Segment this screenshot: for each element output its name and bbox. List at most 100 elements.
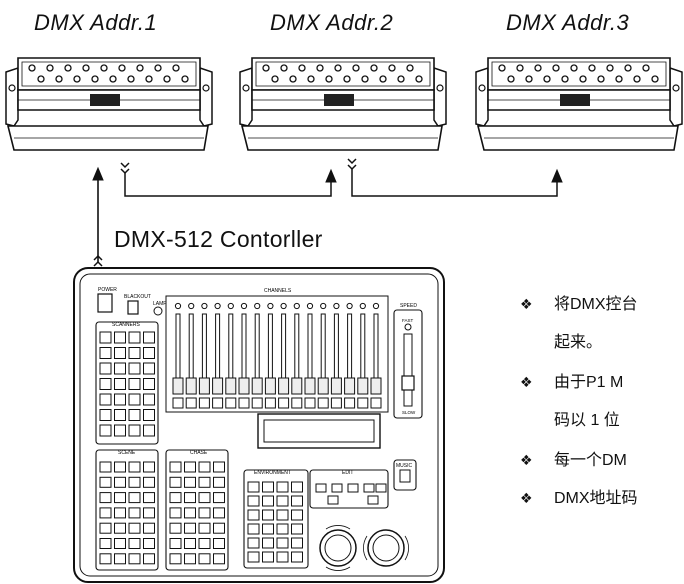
- scanner-button[interactable]: [128, 424, 141, 437]
- scanner-button[interactable]: [128, 378, 141, 390]
- chase-button[interactable]: [198, 507, 211, 519]
- environment-button[interactable]: [276, 509, 289, 521]
- scene-button[interactable]: [143, 507, 155, 519]
- chase-button[interactable]: [184, 522, 196, 534]
- environment-button[interactable]: [247, 537, 260, 549]
- channel-fader[interactable]: [238, 377, 250, 395]
- scanner-button[interactable]: [99, 347, 112, 359]
- chase-button[interactable]: [198, 461, 211, 473]
- scanner-buttons[interactable]: [99, 331, 155, 437]
- environment-button[interactable]: [276, 523, 289, 535]
- channel-flash-button[interactable]: [225, 397, 237, 409]
- scanner-button[interactable]: [143, 393, 155, 406]
- environment-button[interactable]: [291, 523, 303, 535]
- channel-flash-button[interactable]: [172, 397, 184, 409]
- blackout-button[interactable]: [127, 300, 139, 315]
- channel-fader[interactable]: [251, 377, 263, 395]
- chase-button[interactable]: [198, 492, 211, 504]
- scene-button[interactable]: [128, 507, 141, 519]
- chase-button[interactable]: [169, 476, 182, 488]
- scanner-button[interactable]: [99, 424, 112, 437]
- channel-fader[interactable]: [370, 377, 382, 395]
- channel-flash-button[interactable]: [357, 397, 369, 409]
- scene-button[interactable]: [143, 522, 155, 534]
- scanner-button[interactable]: [114, 409, 126, 421]
- scene-button[interactable]: [99, 507, 112, 519]
- chase-button[interactable]: [184, 461, 196, 473]
- environment-buttons[interactable]: [247, 481, 303, 563]
- chase-button[interactable]: [213, 553, 225, 565]
- scene-button[interactable]: [128, 492, 141, 504]
- environment-button[interactable]: [276, 551, 289, 563]
- channel-flash-button[interactable]: [185, 397, 197, 409]
- channel-fader[interactable]: [198, 377, 210, 395]
- scene-button[interactable]: [99, 522, 112, 534]
- scanner-button[interactable]: [128, 393, 141, 406]
- scanner-button[interactable]: [114, 331, 126, 344]
- scene-button[interactable]: [128, 476, 141, 488]
- channel-fader[interactable]: [278, 377, 290, 395]
- chase-button[interactable]: [198, 553, 211, 565]
- jog-wheel-left[interactable]: [319, 525, 357, 571]
- chase-button[interactable]: [169, 538, 182, 549]
- environment-button[interactable]: [291, 509, 303, 521]
- environment-button[interactable]: [291, 537, 303, 549]
- channel-fader[interactable]: [291, 377, 303, 395]
- scene-button[interactable]: [128, 522, 141, 534]
- scanner-button[interactable]: [143, 424, 155, 437]
- chase-button[interactable]: [184, 492, 196, 504]
- scanner-button[interactable]: [114, 362, 126, 375]
- channel-fader[interactable]: [317, 377, 329, 395]
- chase-button[interactable]: [184, 476, 196, 488]
- scanner-button[interactable]: [114, 378, 126, 390]
- edit-buttons[interactable]: [315, 483, 387, 505]
- channel-fader[interactable]: [212, 377, 224, 395]
- channel-flash-button[interactable]: [278, 397, 290, 409]
- scanner-button[interactable]: [114, 393, 126, 406]
- scene-button[interactable]: [99, 538, 112, 549]
- chase-button[interactable]: [184, 538, 196, 549]
- scene-button[interactable]: [143, 538, 155, 549]
- environment-button[interactable]: [262, 537, 274, 549]
- chase-button[interactable]: [169, 553, 182, 565]
- environment-button[interactable]: [276, 481, 289, 493]
- scene-button[interactable]: [143, 553, 155, 565]
- channel-flash-button[interactable]: [330, 397, 342, 409]
- chase-button[interactable]: [184, 507, 196, 519]
- channel-flash-button[interactable]: [317, 397, 329, 409]
- environment-button[interactable]: [276, 495, 289, 507]
- environment-button[interactable]: [262, 523, 274, 535]
- scene-button[interactable]: [143, 476, 155, 488]
- environment-button[interactable]: [262, 495, 274, 507]
- environment-button[interactable]: [247, 481, 260, 493]
- environment-button[interactable]: [262, 481, 274, 493]
- channel-fader[interactable]: [304, 377, 316, 395]
- power-button[interactable]: [97, 293, 113, 313]
- scanner-button[interactable]: [128, 409, 141, 421]
- environment-button[interactable]: [262, 551, 274, 563]
- channel-flash-button[interactable]: [344, 397, 356, 409]
- scene-button[interactable]: [128, 553, 141, 565]
- chase-button[interactable]: [169, 461, 182, 473]
- channel-fader[interactable]: [344, 377, 356, 395]
- chase-button[interactable]: [169, 522, 182, 534]
- scanner-button[interactable]: [99, 393, 112, 406]
- scene-button[interactable]: [143, 461, 155, 473]
- scanner-button[interactable]: [143, 347, 155, 359]
- scene-button[interactable]: [114, 461, 126, 473]
- environment-button[interactable]: [247, 495, 260, 507]
- chase-button[interactable]: [169, 507, 182, 519]
- scene-button[interactable]: [99, 553, 112, 565]
- scanner-button[interactable]: [128, 362, 141, 375]
- chase-button[interactable]: [213, 507, 225, 519]
- scene-button[interactable]: [99, 476, 112, 488]
- channel-flash-button[interactable]: [251, 397, 263, 409]
- environment-button[interactable]: [247, 523, 260, 535]
- environment-button[interactable]: [291, 495, 303, 507]
- channel-fader[interactable]: [264, 377, 276, 395]
- scanner-button[interactable]: [99, 331, 112, 344]
- chase-button[interactable]: [213, 476, 225, 488]
- channel-flash-button[interactable]: [291, 397, 303, 409]
- environment-button[interactable]: [276, 537, 289, 549]
- channel-faders[interactable]: [172, 302, 382, 409]
